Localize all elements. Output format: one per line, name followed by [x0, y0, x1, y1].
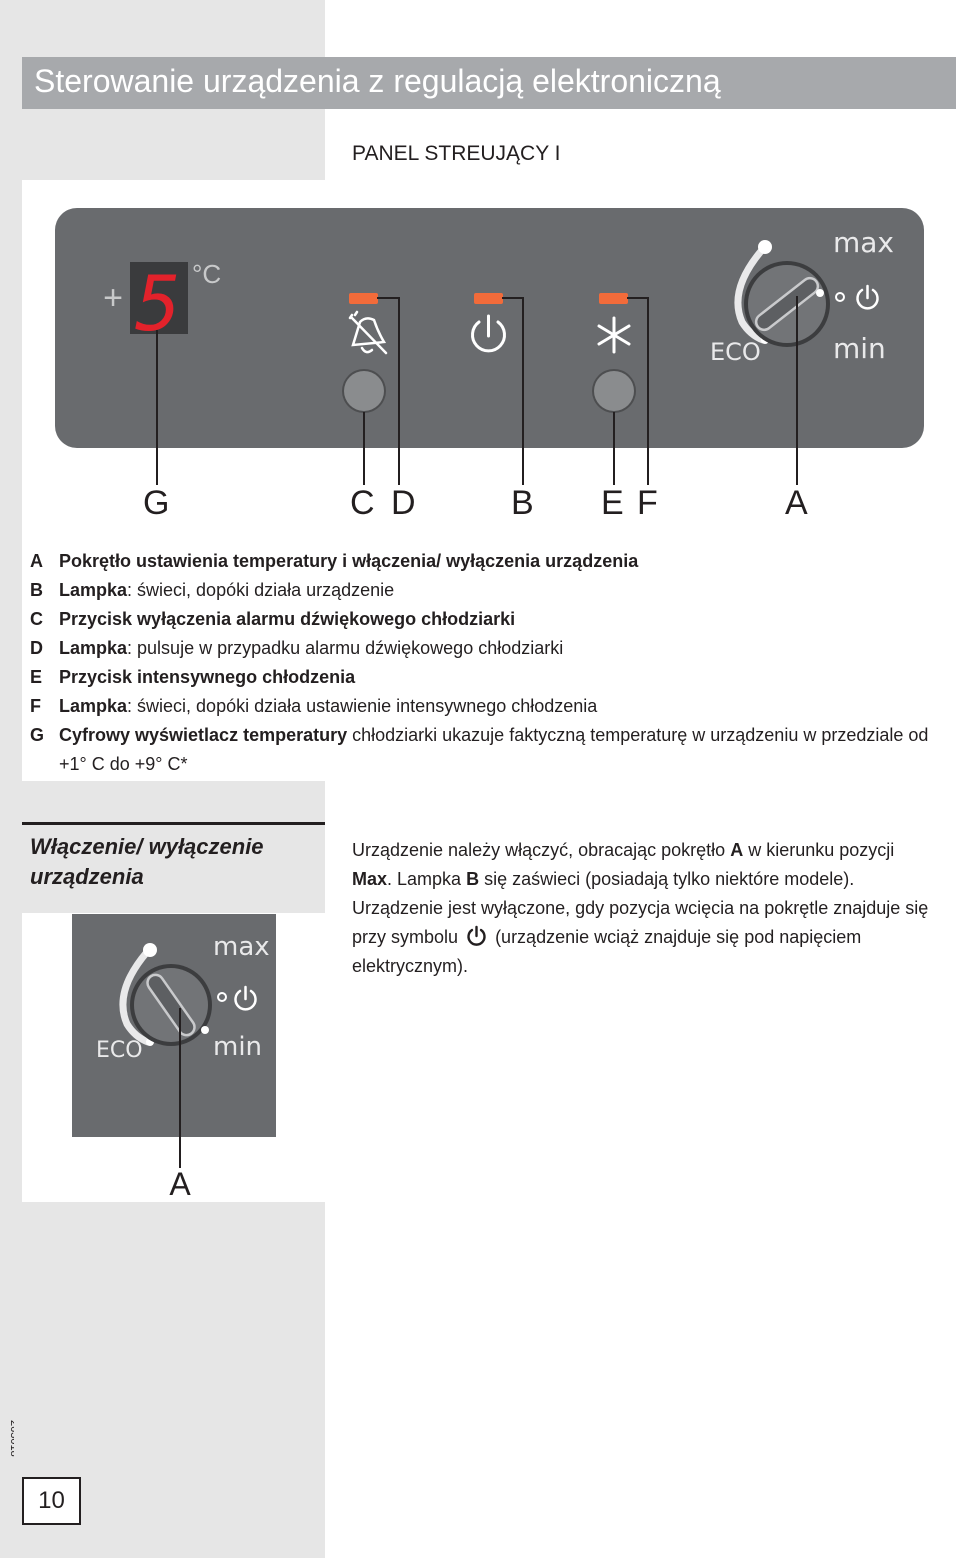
callout-lines [156, 296, 798, 485]
knob-scale-arc [734, 246, 767, 344]
legend-bold-text: Lampka [59, 580, 128, 600]
intensive-cooling-icon [597, 316, 631, 354]
legend-item-a: A Pokrętło ustawienia temperatury i włącz… [30, 547, 950, 576]
lamp-d-indicator [349, 293, 378, 304]
power-icon [471, 314, 506, 353]
legend-bold-text: Przycisk intensywnego chłodzenia [59, 667, 356, 687]
knob-notch [816, 289, 824, 297]
page-number: 10 [22, 1477, 81, 1525]
title-bar [22, 57, 956, 109]
legend-list: A Pokrętło ustawienia temperatury i włącz… [30, 547, 950, 779]
callout-g: G [143, 484, 170, 522]
legend-key: B [30, 580, 43, 600]
body-text: Urządzenie należy włączyć, obracając pok… [352, 840, 731, 860]
control-panel-illustration: + 5 °C max min [55, 208, 924, 485]
legend-text: : świeci, dopóki działa ustawienie inten… [127, 696, 598, 716]
legend-bold-text: Lampka [59, 696, 128, 716]
legend-bold-text: Pokrętło ustawienia temperatury i włącze… [59, 551, 639, 571]
legend-item-c: C Przycisk wyłączenia alarmu dźwiękowego … [30, 605, 950, 634]
display-plus-sign: + [103, 279, 123, 317]
knob-power-icon [856, 284, 879, 310]
legend-text: : pulsuje w przypadku alarmu dźwiękowego… [127, 638, 564, 658]
body-text: (urządzenie wciąż znajduje się pod napię… [352, 927, 862, 976]
section-body: Urządzenie należy włączyć, obracając pok… [352, 836, 937, 981]
legend-key: D [30, 638, 43, 658]
detail-knob-notch [201, 1026, 209, 1034]
detail-max-label: max [213, 932, 270, 962]
callout-a: A [785, 484, 808, 522]
section-divider [22, 822, 325, 825]
legend-item-g: G Cyfrowy wyświetlacz temperatury chłodzi… [30, 721, 950, 779]
callout-f: F [637, 484, 658, 522]
intensive-cooling-button-face [594, 371, 634, 411]
knob-grip [754, 276, 820, 332]
inline-power-icon [467, 925, 486, 946]
callout-e: E [601, 484, 624, 522]
lamp-b-indicator [474, 293, 503, 304]
legend-item-d: D Lampka: pulsuje w przypadku alarmu dźwi… [30, 634, 950, 663]
knob-off-dot [835, 292, 845, 302]
display-window [130, 262, 188, 334]
body-bold: Max [352, 869, 388, 889]
legend-text: chłodziarki ukazuje faktyczną temperatur… [59, 725, 929, 774]
legend-key: C [30, 609, 43, 629]
legend-key: E [30, 667, 43, 687]
display-unit: °C [192, 259, 221, 289]
document-code-text: 263018 [8, 1420, 14, 1457]
temperature-knob[interactable] [734, 240, 830, 347]
legend-key: A [30, 551, 43, 571]
detail-knob-grip [146, 973, 196, 1037]
document-code: 263018 [8, 1420, 14, 1457]
knob-scale-dot-top [758, 240, 772, 254]
knob-eco-label: ECO [710, 338, 761, 366]
detail-scale-dot-top [143, 943, 157, 957]
legend-item-f: F Lampka: świeci, dopóki działa ustawieni… [30, 692, 950, 721]
detail-min-label: min [213, 1032, 262, 1062]
body-text: . Lampka [387, 869, 467, 889]
page-title: Sterowanie urządzenia z regulacją elektr… [34, 63, 721, 99]
legend-key: F [30, 696, 41, 716]
alarm-off-button-face [344, 371, 384, 411]
legend-text: : świeci, dopóki działa urządzenie [127, 580, 395, 600]
knob-max-label: max [833, 226, 894, 259]
legend-key: G [30, 725, 45, 745]
legend-item-e: E Przycisk intensywnego chłodzenia [30, 663, 950, 692]
panel-heading: PANEL STREUJĄCY I [352, 142, 561, 165]
legend-bold-text: Cyfrowy wyświetlacz temperatury [59, 725, 348, 745]
legend-bold-text: Lampka [59, 638, 128, 658]
detail-scale-arc [119, 948, 152, 1046]
callout-b: B [511, 484, 534, 522]
legend-bold-text: Przycisk wyłączenia alarmu dźwiękowego c… [59, 609, 516, 629]
callout-d: D [391, 484, 416, 522]
body-bold: B [466, 869, 480, 889]
body-text: się zaświeci (posiadają tylko niektóre m… [352, 869, 929, 947]
detail-eco-label: ECO [96, 1038, 143, 1063]
body-bold: A [730, 840, 744, 860]
knob-min-label: min [833, 332, 886, 365]
detail-power-icon [234, 985, 257, 1011]
legend-item-b: B Lampka: świeci, dopóki działa urządzeni… [30, 576, 950, 605]
knob-detail-illustration: max min ECO A [72, 914, 276, 1202]
callout-c: C [350, 484, 375, 522]
section-heading: Włączenie/ wyłączenie urządzenia [30, 834, 264, 889]
lamp-f-indicator [599, 293, 628, 304]
detail-off-dot [217, 992, 227, 1002]
detail-callout-a: A [169, 1166, 191, 1202]
body-text: w kierunku pozycji [743, 840, 895, 860]
alarm-bell-icon [348, 310, 388, 355]
